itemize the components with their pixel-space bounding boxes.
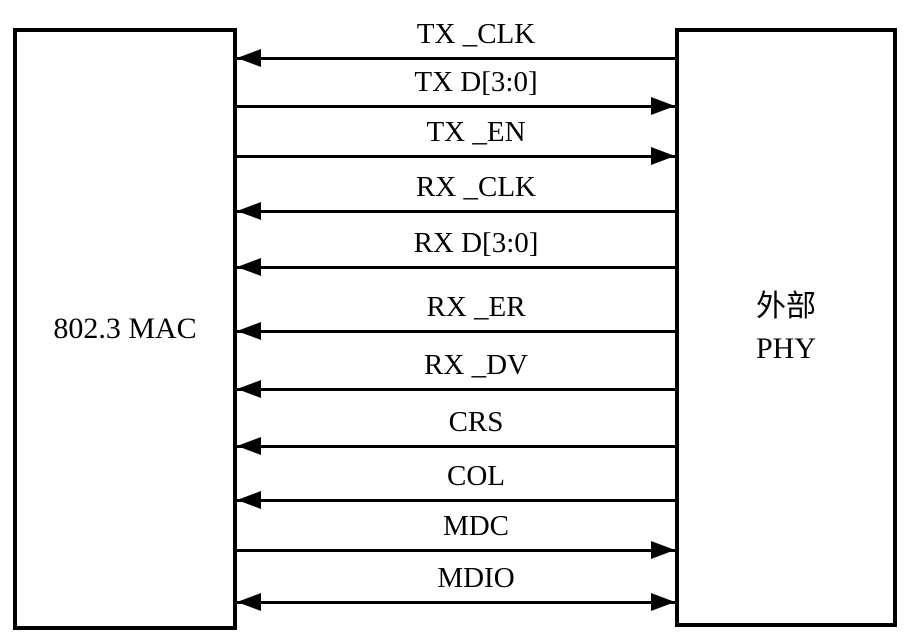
signal-label: RX _ER	[426, 290, 526, 323]
signal-line	[237, 105, 675, 108]
signal-line	[237, 601, 675, 604]
signal-label: TX D[3:0]	[414, 65, 538, 98]
signal-line	[237, 210, 675, 213]
arrowhead-right-icon	[651, 97, 675, 115]
arrowhead-left-icon	[237, 49, 261, 67]
arrowhead-left-icon	[237, 593, 261, 611]
signal-line	[237, 155, 675, 158]
phy-box-label-line1: 外部	[756, 289, 816, 323]
signal-label: CRS	[448, 405, 504, 438]
arrowhead-left-icon	[237, 380, 261, 398]
signal-line	[237, 266, 675, 269]
arrowhead-right-icon	[651, 147, 675, 165]
signal-label: COL	[447, 459, 505, 492]
arrowhead-left-icon	[237, 202, 261, 220]
phy-box-label-line2: PHY	[755, 331, 816, 365]
mac-box-label: 802.3 MAC	[53, 312, 197, 345]
signal-line	[237, 549, 675, 552]
signal-label: RX _DV	[424, 348, 528, 381]
signal-label: MDIO	[437, 561, 515, 594]
signal-label: TX _CLK	[416, 17, 536, 50]
signal-label: RX _CLK	[415, 170, 537, 203]
arrowhead-left-icon	[237, 258, 261, 276]
arrowhead-right-icon	[651, 593, 675, 611]
signal-label: RX D[3:0]	[413, 226, 539, 259]
arrowhead-left-icon	[237, 491, 261, 509]
signal-line	[237, 388, 675, 391]
signal-label: MDC	[442, 509, 510, 542]
signal-line	[237, 57, 675, 60]
arrowhead-left-icon	[237, 437, 261, 455]
signal-line	[237, 445, 675, 448]
signal-label: TX _EN	[426, 115, 526, 148]
signal-line	[237, 499, 675, 502]
mac-box: 802.3 MAC	[13, 28, 237, 630]
phy-box: 外部 PHY	[675, 28, 897, 627]
signal-line	[237, 330, 675, 333]
arrowhead-right-icon	[651, 541, 675, 559]
arrowhead-left-icon	[237, 322, 261, 340]
